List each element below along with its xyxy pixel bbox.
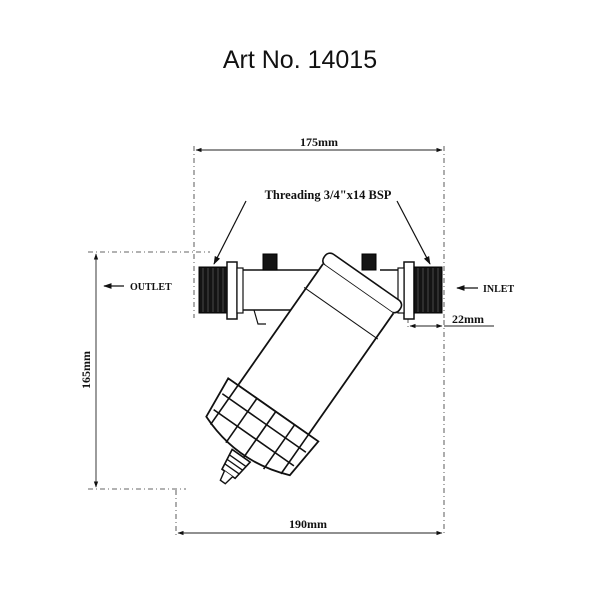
filter-housing xyxy=(205,252,403,485)
inlet-indicator: INLET xyxy=(456,284,514,295)
dimension-175mm: 175mm xyxy=(193,135,445,318)
top-boss-right xyxy=(361,253,377,271)
dimension-22mm: 22mm xyxy=(407,312,494,330)
outlet-indicator: OUTLET xyxy=(103,282,172,293)
dimension-165mm-label: 165mm xyxy=(79,351,93,389)
inlet-label: INLET xyxy=(483,284,514,295)
dimension-165mm: 165mm xyxy=(79,251,210,490)
dimension-175mm-label: 175mm xyxy=(300,135,338,149)
threading-label: Threading 3/4"x14 BSP xyxy=(265,188,392,202)
threading-callout: Threading 3/4"x14 BSP xyxy=(213,188,431,265)
dimension-190mm-label: 190mm xyxy=(289,517,327,531)
outlet-label: OUTLET xyxy=(130,282,172,293)
dimension-22mm-label: 22mm xyxy=(452,312,484,326)
top-boss-left xyxy=(262,253,278,271)
dimension-190mm: 190mm xyxy=(175,320,445,536)
filter-body xyxy=(198,252,443,485)
article-number-title: Art No. 14015 xyxy=(222,46,378,74)
